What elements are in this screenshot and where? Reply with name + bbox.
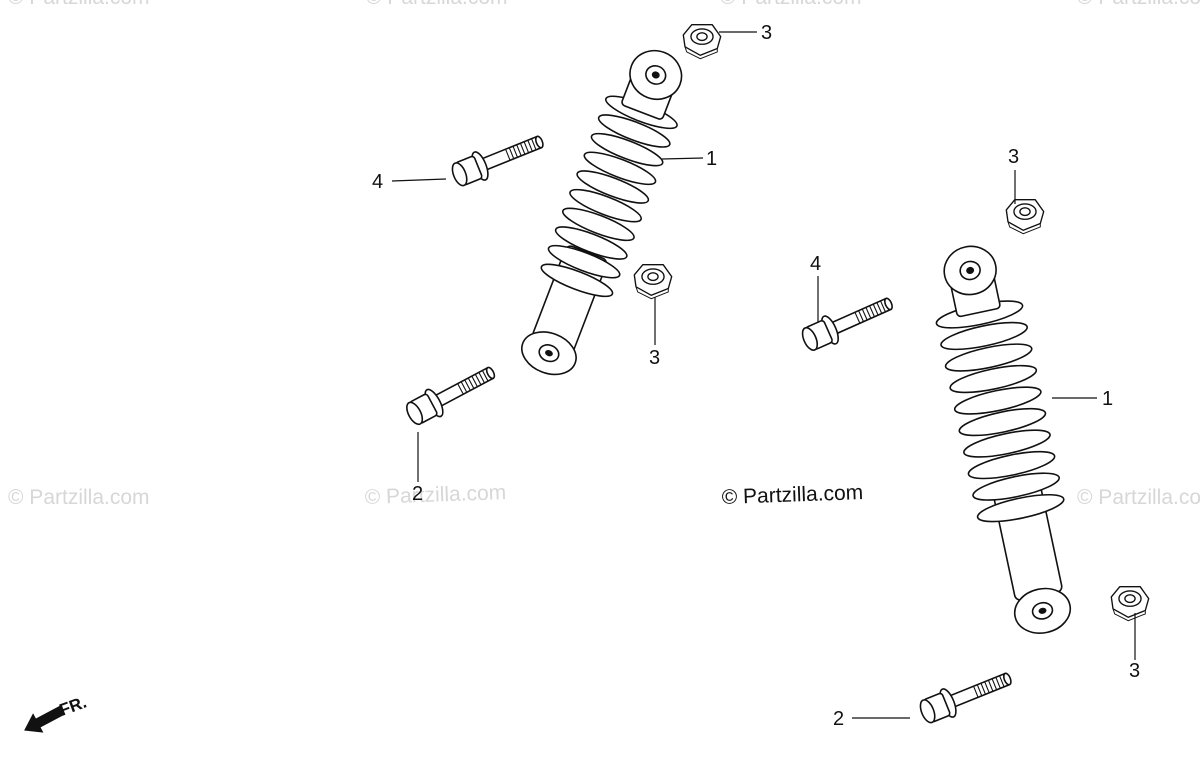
callout-shock-left: 1 (706, 148, 717, 170)
flange-bolt-right (915, 663, 1017, 729)
flange-nut-right-bottom (1110, 586, 1150, 622)
copyright-notice: © Partzilla.com (721, 481, 863, 509)
callout-bolt-right: 2 (833, 708, 844, 730)
leader-lines (391, 31, 1136, 719)
callout-bolt-upper-right: 4 (810, 253, 821, 275)
watermark-top-center: © Partzilla.com (366, 0, 508, 9)
callouts: 3 4 1 3 2 3 4 1 3 2 (372, 22, 1140, 730)
callout-bolt-upper-left: 4 (372, 171, 383, 193)
watermark-top-left: © Partzilla.com (8, 0, 150, 9)
flange-bolt-upper-left (447, 126, 549, 192)
callout-nut-right-bottom: 3 (1129, 660, 1140, 682)
watermark-top-right: © Partzilla.com (1077, 0, 1200, 9)
watermark-center: © Partzilla.com (364, 481, 506, 509)
flange-nut-left-mid (633, 264, 673, 300)
callout-bolt-left: 2 (412, 483, 423, 505)
watermark-top-center-right: © Partzilla.com (720, 0, 862, 9)
callout-nut-left-top: 3 (761, 22, 772, 44)
flange-bolt-left (401, 357, 501, 431)
callout-nut-left-mid: 3 (649, 347, 660, 369)
front-direction-arrow-icon (24, 705, 66, 733)
watermarks: © Partzilla.com © Partzilla.com © Partzi… (8, 0, 1200, 509)
watermark-left: © Partzilla.com (8, 486, 150, 509)
front-direction-label: FR. (57, 693, 89, 720)
flange-nut-right-top (1005, 199, 1045, 235)
callout-shock-right: 1 (1102, 388, 1113, 410)
callout-nut-right-top: 3 (1008, 146, 1019, 168)
shock-absorber-right (935, 245, 1072, 634)
flange-bolt-upper-right (797, 288, 899, 356)
shock-absorber-left (521, 49, 683, 376)
flange-nut-left-top (682, 24, 722, 60)
watermark-right: © Partzilla.com (1077, 486, 1200, 509)
